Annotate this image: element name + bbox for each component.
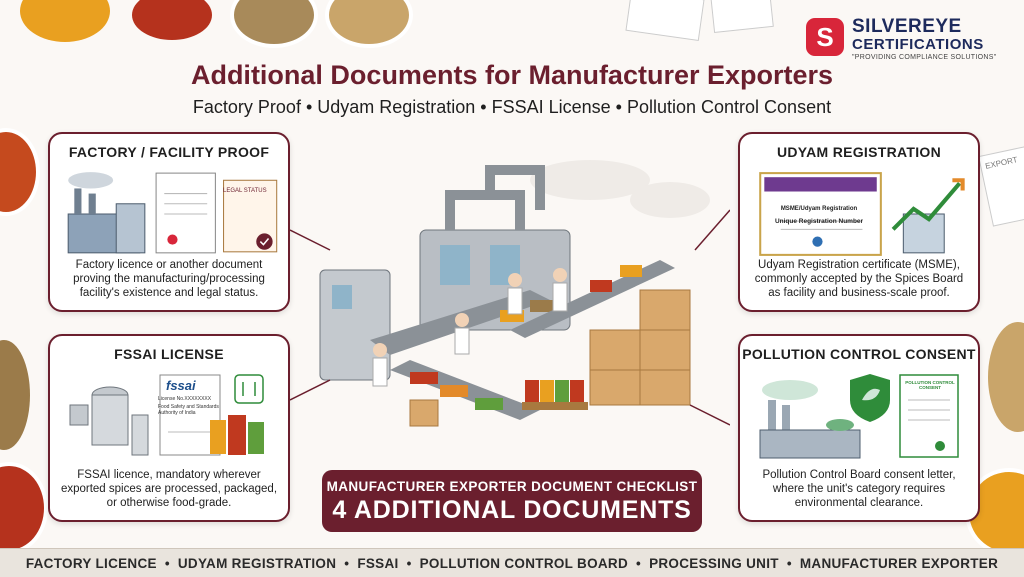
business-growth-icon [891,178,965,254]
food-grade-icon [234,374,264,404]
invoice-document-decor [625,0,705,41]
chickpea-right [988,322,1024,432]
silvereye-logo: SILVEREYE CERTIFICATIONS "PROVIDING COMP… [806,14,1006,64]
factory-proof-title: FACTORY / FACILITY PROOF [68,144,270,160]
logo-name-line1: SILVEREYE [852,16,962,37]
pollution-control-title: POLLUTION CONTROL CONSENT [742,346,976,362]
fssai-illustration [69,374,264,456]
footer-keyword: UDYAM REGISTRATION [177,555,337,571]
silvereye-s-logo-icon [806,18,844,56]
footer-separator: • [636,555,642,571]
factory-building-icon [67,172,146,254]
footer-keyword: FSSAI [357,555,399,571]
factory-document-illustration [67,172,278,254]
factory-proof-card: FACTORY / FACILITY PROOF LEGAL STATUS Fa… [48,132,290,312]
factory-proof-description: Factory licence or another document prov… [73,259,265,299]
logo-name-line2: CERTIFICATIONS [852,36,984,53]
fssai-logo-text: fssai [166,378,196,393]
document-checklist-banner: MANUFACTURER EXPORTER DOCUMENT CHECKLIST… [322,470,702,532]
connector-lines [290,209,730,426]
pollution-control-description: Pollution Control Board consent letter, … [762,469,956,509]
legal-status-label: LEGAL STATUS [223,188,267,194]
udyam-cert-number: Unique Registration Number [774,218,864,225]
shipping-boxes [409,289,691,427]
chili-powder-bowl [0,128,40,216]
logo-tagline: "PROVIDING COMPLIANCE SOLUTIONS" [852,54,997,61]
chili-bowl-left [0,462,48,554]
udyam-certificate-illustration [759,172,965,256]
shield-leaf-icon [850,374,890,422]
page-title: Additional Documents for Manufacturer Ex… [190,60,834,90]
udyam-registration-title: UDYAM REGISTRATION [776,144,942,160]
packaged-spices [522,380,588,410]
turmeric-bowl [20,0,110,42]
udyam-cert-heading: MSME/Udyam Registration [780,206,858,212]
fssai-license-card: FSSAI LICENSE fssai License No.XXXXXXXX … [48,334,290,522]
cumin-pile-left [0,340,30,450]
processing-tank-icon [69,386,149,456]
spice-packets-icon [210,415,264,455]
fssai-license-description: FSSAI licence, mandatory wherever export… [60,469,278,509]
footer-keywords-bar: FACTORY LICENCE • UDYAM REGISTRATION • F… [0,548,1024,577]
footer-separator: • [406,555,412,571]
workers [372,268,568,387]
footer-separator: • [164,555,170,571]
licence-certificate-icon [155,172,216,254]
pollution-doc-label: POLLUTION CONTROL CONSENT [905,380,955,390]
footer-separator: • [786,555,792,571]
fssai-license-no: License No.XXXXXXXX [158,396,212,402]
cumin-bowl [230,0,318,48]
footer-separator: • [344,555,350,571]
page-subtitle: Factory Proof • Udyam Registration • FSS… [192,97,832,117]
pollution-control-card: POLLUTION CONTROL CONSENT POLLUTION CONT… [738,334,980,522]
msme-certificate-icon [759,172,882,256]
footer-keyword: FACTORY LICENCE [25,555,157,571]
fssai-license-title: FSSAI LICENSE [114,346,224,362]
consent-document-icon [899,374,959,458]
footer-keyword: POLLUTION CONTROL BOARD [419,555,629,571]
industrial-plant-icon [759,380,861,459]
left-machine [319,269,391,381]
udyam-registration-description: Udyam Registration certificate (MSME), c… [754,259,964,299]
export-document-decor: EXPORT [978,145,1024,227]
pollution-control-illustration [759,374,959,459]
footer-keyword: MANUFACTURER EXPORTER [799,555,999,571]
legal-status-document-icon [223,179,278,253]
udyam-registration-card: UDYAM REGISTRATION MSME/Udyam Registrati… [738,132,980,312]
checklist-heading: MANUFACTURER EXPORTER DOCUMENT CHECKLIST [326,479,698,494]
factory-processing-illustration [290,160,730,427]
footer-keyword: PROCESSING UNIT [649,555,779,571]
fssai-authority: Food Safety and Standards Authority of I… [158,404,219,416]
chickpea-bowl [325,0,413,48]
world-map-backdrop [530,160,710,218]
export-doc-label: EXPORT [984,155,1019,171]
checklist-count: 4 ADDITIONAL DOCUMENTS [332,496,692,524]
chili-pile [132,0,212,40]
right-conveyor [510,260,675,338]
invoice-document-decor-2 [710,0,774,34]
footer-keyword-list: FACTORY LICENCE • UDYAM REGISTRATION • F… [0,549,1024,577]
